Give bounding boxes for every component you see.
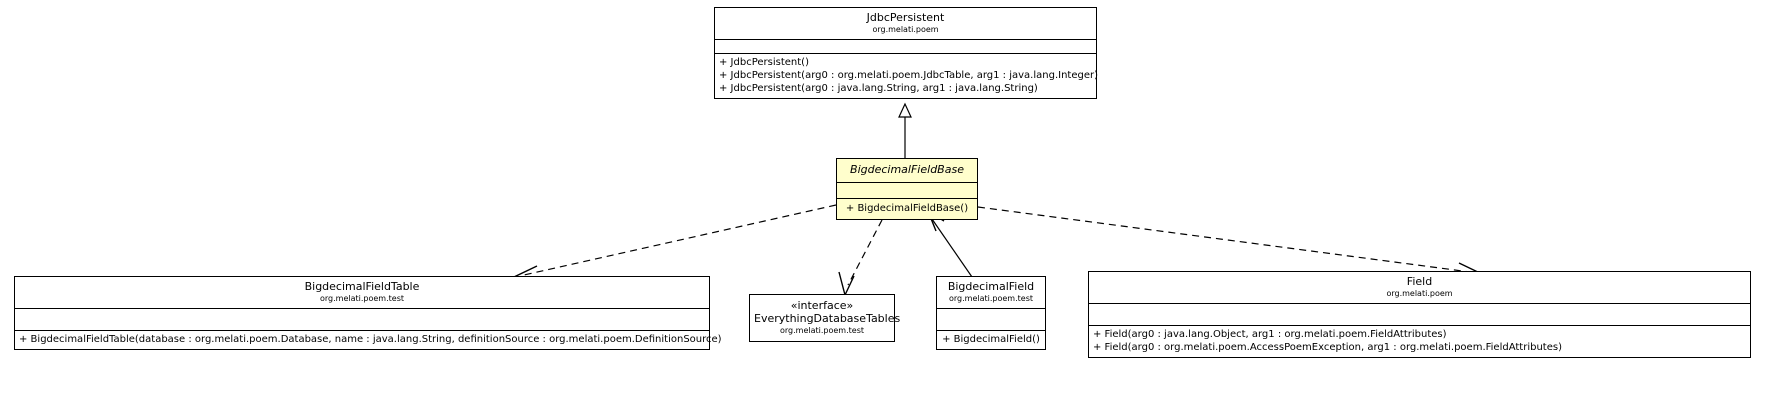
class-box-bigdecimalfield[interactable]: BigdecimalField org.melati.poem.test + B… (936, 276, 1046, 350)
class-name-bigdecimalfield: BigdecimalField (947, 280, 1035, 293)
class-name-jdbcpersistent: JdbcPersistent (866, 11, 945, 24)
class-title-bigdecimalfieldtable: BigdecimalFieldTable org.melati.poem.tes… (15, 277, 709, 309)
class-stereotype-everythingdatabasetables: «interface» (790, 299, 854, 312)
class-name-bigdecimalfieldbase: BigdecimalFieldBase (850, 163, 964, 176)
class-attributes-field (1089, 304, 1750, 326)
class-name-bigdecimalfieldtable: BigdecimalFieldTable (304, 280, 420, 293)
class-operations-bigdecimalfieldbase: + BigdecimalFieldBase() (837, 199, 977, 219)
class-package-bigdecimalfieldtable: org.melati.poem.test (320, 294, 404, 303)
edge-generalization-bigdecimalfield-to-base (926, 209, 973, 278)
class-title-everythingdatabasetables: «interface» EverythingDatabaseTables org… (750, 295, 901, 341)
class-package-jdbcpersistent: org.melati.poem (872, 25, 939, 34)
class-attributes-bigdecimalfieldtable (15, 309, 709, 331)
operation-line: + JdbcPersistent() (719, 57, 809, 68)
class-operations-jdbcpersistent: + JdbcPersistent() + JdbcPersistent(arg0… (715, 54, 1098, 98)
operation-line: + JdbcPersistent(arg0 : java.lang.String… (719, 83, 1038, 94)
edge-generalization-base-to-jdbcpersistent (898, 102, 912, 160)
class-title-bigdecimalfieldbase: BigdecimalFieldBase (837, 159, 977, 183)
class-name-field: Field (1406, 275, 1433, 288)
operation-line: + Field(arg0 : org.melati.poem.AccessPoe… (1093, 342, 1562, 353)
operation-line: + JdbcPersistent(arg0 : org.melati.poem.… (719, 70, 1098, 81)
class-attributes-bigdecimalfield (937, 309, 1045, 331)
operation-line: + BigdecimalField() (942, 334, 1040, 345)
class-attributes-jdbcpersistent (715, 40, 1096, 54)
class-operations-bigdecimalfield: + BigdecimalField() (937, 331, 1045, 349)
class-box-bigdecimalfieldbase[interactable]: BigdecimalFieldBase + BigdecimalFieldBas… (836, 158, 978, 220)
class-title-bigdecimalfield: BigdecimalField org.melati.poem.test (937, 277, 1045, 309)
class-package-field: org.melati.poem (1386, 289, 1453, 298)
class-name-everythingdatabasetables: EverythingDatabaseTables (754, 312, 901, 325)
class-title-jdbcpersistent: JdbcPersistent org.melati.poem (715, 8, 1096, 40)
class-title-field: Field org.melati.poem (1089, 272, 1750, 304)
operation-line: + BigdecimalFieldTable(database : org.me… (19, 334, 722, 345)
class-box-bigdecimalfieldtable[interactable]: BigdecimalFieldTable org.melati.poem.tes… (14, 276, 722, 350)
class-operations-field: + Field(arg0 : java.lang.Object, arg1 : … (1089, 326, 1750, 357)
class-attributes-bigdecimalfieldbase (837, 183, 977, 199)
class-box-field[interactable]: Field org.melati.poem + Field(arg0 : jav… (1088, 271, 1751, 358)
operation-line: + Field(arg0 : java.lang.Object, arg1 : … (1093, 329, 1447, 340)
class-box-jdbcpersistent[interactable]: JdbcPersistent org.melati.poem + JdbcPer… (714, 7, 1098, 99)
class-package-everythingdatabasetables: org.melati.poem.test (780, 326, 864, 335)
class-package-bigdecimalfield: org.melati.poem.test (949, 294, 1033, 303)
class-operations-bigdecimalfieldtable: + BigdecimalFieldTable(database : org.me… (15, 331, 722, 349)
class-box-everythingdatabasetables[interactable]: «interface» EverythingDatabaseTables org… (749, 294, 901, 342)
edge-dependency-base-to-field (977, 206, 1485, 279)
edge-dependency-base-to-everythingdatabasetables (838, 219, 883, 298)
edge-dependency-base-to-table (511, 204, 837, 281)
operation-line: + BigdecimalFieldBase() (845, 203, 969, 214)
